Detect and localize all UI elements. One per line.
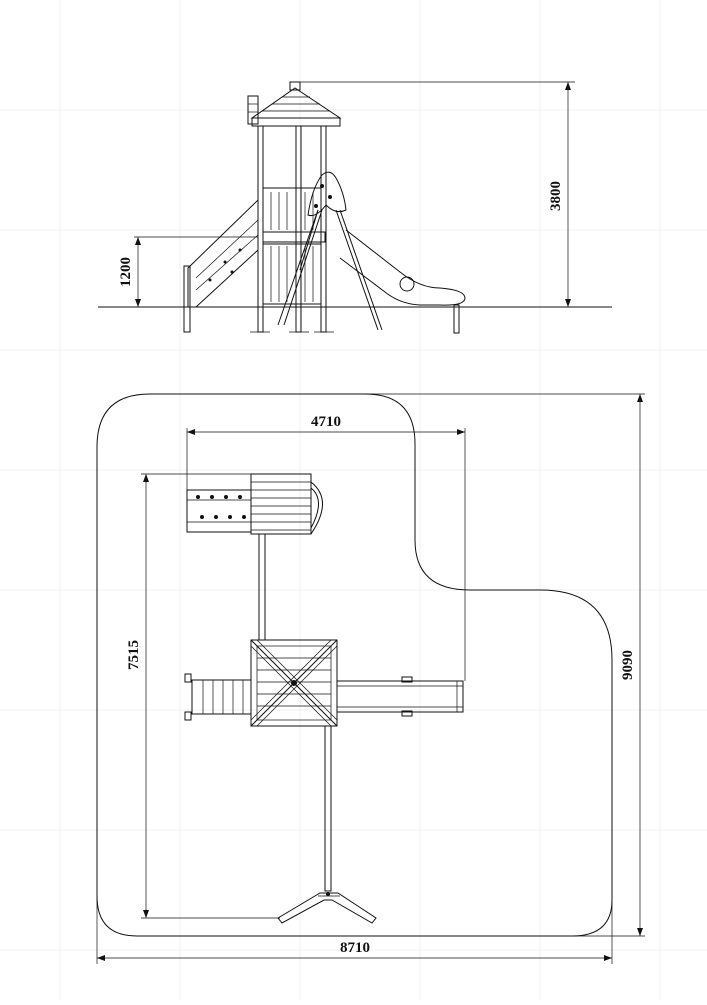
plan-top-platform bbox=[250, 473, 323, 535]
left-ramp bbox=[183, 198, 259, 333]
plan-right-slide bbox=[336, 676, 464, 717]
safety-zone-outline bbox=[96, 393, 613, 937]
tower-lower-boards bbox=[262, 243, 322, 305]
dimension-9090: 9090 bbox=[365, 393, 645, 937]
plan-main-tower bbox=[250, 639, 338, 727]
slide bbox=[339, 229, 466, 334]
plan-swing-beam bbox=[324, 725, 332, 892]
dim-1200-label: 1200 bbox=[118, 257, 134, 287]
side-elevation: 3800 1200 bbox=[98, 81, 612, 334]
climbing-frame bbox=[277, 171, 383, 331]
dimension-7515: 7515 bbox=[126, 473, 280, 919]
dimension-3800: 3800 bbox=[300, 81, 575, 307]
dim-3800-label: 3800 bbox=[548, 181, 564, 211]
plan-connecting-beam bbox=[258, 533, 266, 641]
dim-7515-label: 7515 bbox=[126, 640, 142, 670]
dim-8710-label: 8710 bbox=[340, 940, 370, 956]
dim-4710-label: 4710 bbox=[311, 414, 341, 430]
plan-view: 4710 7515 9090 8710 bbox=[96, 393, 645, 964]
plan-top-ramp bbox=[186, 489, 252, 533]
dimension-4710: 4710 bbox=[186, 414, 466, 681]
dim-9090-label: 9090 bbox=[620, 650, 636, 680]
dimension-1200: 1200 bbox=[118, 236, 258, 307]
plan-aframe-base bbox=[277, 892, 377, 924]
tower-railing bbox=[262, 187, 326, 243]
tower-roof bbox=[247, 81, 342, 127]
plan-left-ladder bbox=[184, 673, 252, 721]
dimension-8710: 8710 bbox=[96, 896, 613, 964]
